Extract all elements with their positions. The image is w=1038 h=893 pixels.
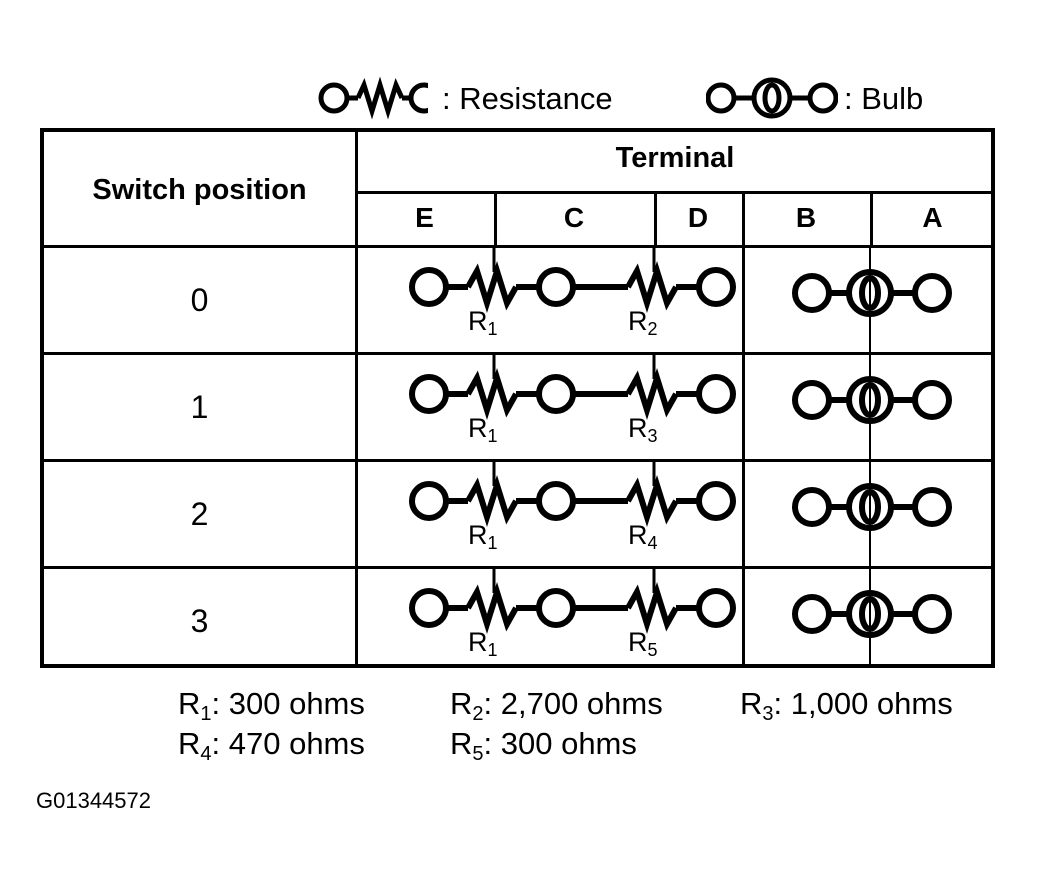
switch-position-value-1: 1 bbox=[190, 389, 209, 425]
header-terminal-d: D bbox=[687, 202, 709, 233]
legend-label-resistance: : Resistance bbox=[442, 80, 613, 116]
column-rule-d-b bbox=[742, 191, 745, 664]
row-rule-3 bbox=[44, 566, 991, 569]
legend: : Resistance : Bulb bbox=[0, 72, 1038, 124]
resistor-label-left-row-3: R1 bbox=[468, 627, 498, 661]
legend-item-resistance: : Resistance bbox=[318, 72, 613, 124]
switch-position-value-0: 0 bbox=[190, 282, 209, 318]
resistor-label-left-row-0: R1 bbox=[468, 306, 498, 340]
column-rule-e-c-header bbox=[494, 191, 497, 245]
row-rule-1 bbox=[44, 352, 991, 355]
resistance-symbol bbox=[318, 76, 428, 120]
resistor-label-right-row-1: R3 bbox=[628, 413, 658, 447]
resistor-label-right-row-0: R2 bbox=[628, 306, 658, 340]
note-r1: R1: 300 ohms bbox=[178, 686, 365, 725]
switch-position-value-2: 2 bbox=[190, 496, 209, 532]
note-r2: R2: 2,700 ohms bbox=[450, 686, 663, 725]
resistor-label-right-row-2: R4 bbox=[628, 520, 658, 554]
row-rule-0 bbox=[44, 245, 991, 248]
switch-position-value-3: 3 bbox=[190, 603, 209, 639]
header-terminal-c: C bbox=[563, 202, 585, 233]
row-rule-2 bbox=[44, 459, 991, 462]
header-terminal-b: B bbox=[795, 202, 817, 233]
legend-label-bulb: : Bulb bbox=[844, 80, 924, 116]
note-r4: R4: 470 ohms bbox=[178, 726, 365, 765]
header-switch-position: Switch position bbox=[92, 174, 307, 206]
bulb-symbol bbox=[706, 77, 838, 119]
header-terminal: Terminal bbox=[615, 142, 735, 174]
header-subrule bbox=[355, 191, 995, 194]
note-r3: R3: 1,000 ohms bbox=[740, 686, 953, 725]
note-r5: R5: 300 ohms bbox=[450, 726, 637, 765]
resistor-label-left-row-2: R1 bbox=[468, 520, 498, 554]
column-rule-c-d-header bbox=[654, 191, 657, 245]
resistor-label-right-row-3: R5 bbox=[628, 627, 658, 661]
switch-continuity-table: Switch position Terminal E C D B A 0 1 2… bbox=[40, 128, 995, 668]
legend-item-bulb: : Bulb bbox=[706, 72, 923, 124]
resistor-label-left-row-1: R1 bbox=[468, 413, 498, 447]
header-terminal-a: A bbox=[922, 202, 943, 233]
column-rule-b-a-header bbox=[870, 191, 873, 245]
column-rule-switch bbox=[355, 132, 358, 664]
notes-line-1: R1: 300 ohms R2: 2,700 ohms R3: 1,000 ohms bbox=[178, 684, 1018, 725]
header-terminal-e: E bbox=[415, 202, 434, 233]
resistance-values-notes: R1: 300 ohms R2: 2,700 ohms R3: 1,000 ohms… bbox=[178, 684, 1018, 765]
notes-line-2: R4: 470 ohms R5: 300 ohms bbox=[178, 724, 1018, 765]
figure-id-label: G01344572 bbox=[36, 788, 151, 813]
